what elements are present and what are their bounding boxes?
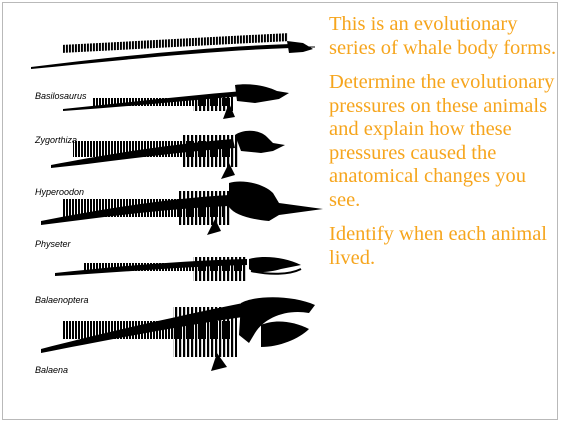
instruction-text: This is an evolutionary series of whale … <box>329 13 561 281</box>
zygorthiza-skeleton-icon <box>63 84 289 119</box>
hyperoodon-skeleton-icon <box>51 131 285 179</box>
label-balaena: Balaena <box>35 365 68 375</box>
label-basilosaurus: Basilosaurus <box>35 91 87 101</box>
basilosaurus-skeleton-icon <box>31 33 315 69</box>
whale-skeleton-figure: Basilosaurus Zygorthiza Hyperoodon Physe… <box>3 3 329 421</box>
balaena-skeleton-icon <box>41 297 315 371</box>
label-zygorthiza: Zygorthiza <box>35 135 77 145</box>
label-balaenoptera: Balaenoptera <box>35 295 89 305</box>
label-physeter: Physeter <box>35 239 71 249</box>
paragraph-identify: Identify when each animal lived. <box>329 223 561 270</box>
balaenoptera-skeleton-icon <box>55 257 301 281</box>
paragraph-task: Determine the evolutionary pressures on … <box>329 71 561 212</box>
paragraph-intro: This is an evolutionary series of whale … <box>329 13 561 60</box>
slide-frame: Basilosaurus Zygorthiza Hyperoodon Physe… <box>2 2 558 420</box>
whale-skeleton-series <box>3 3 329 421</box>
label-hyperoodon: Hyperoodon <box>35 187 84 197</box>
